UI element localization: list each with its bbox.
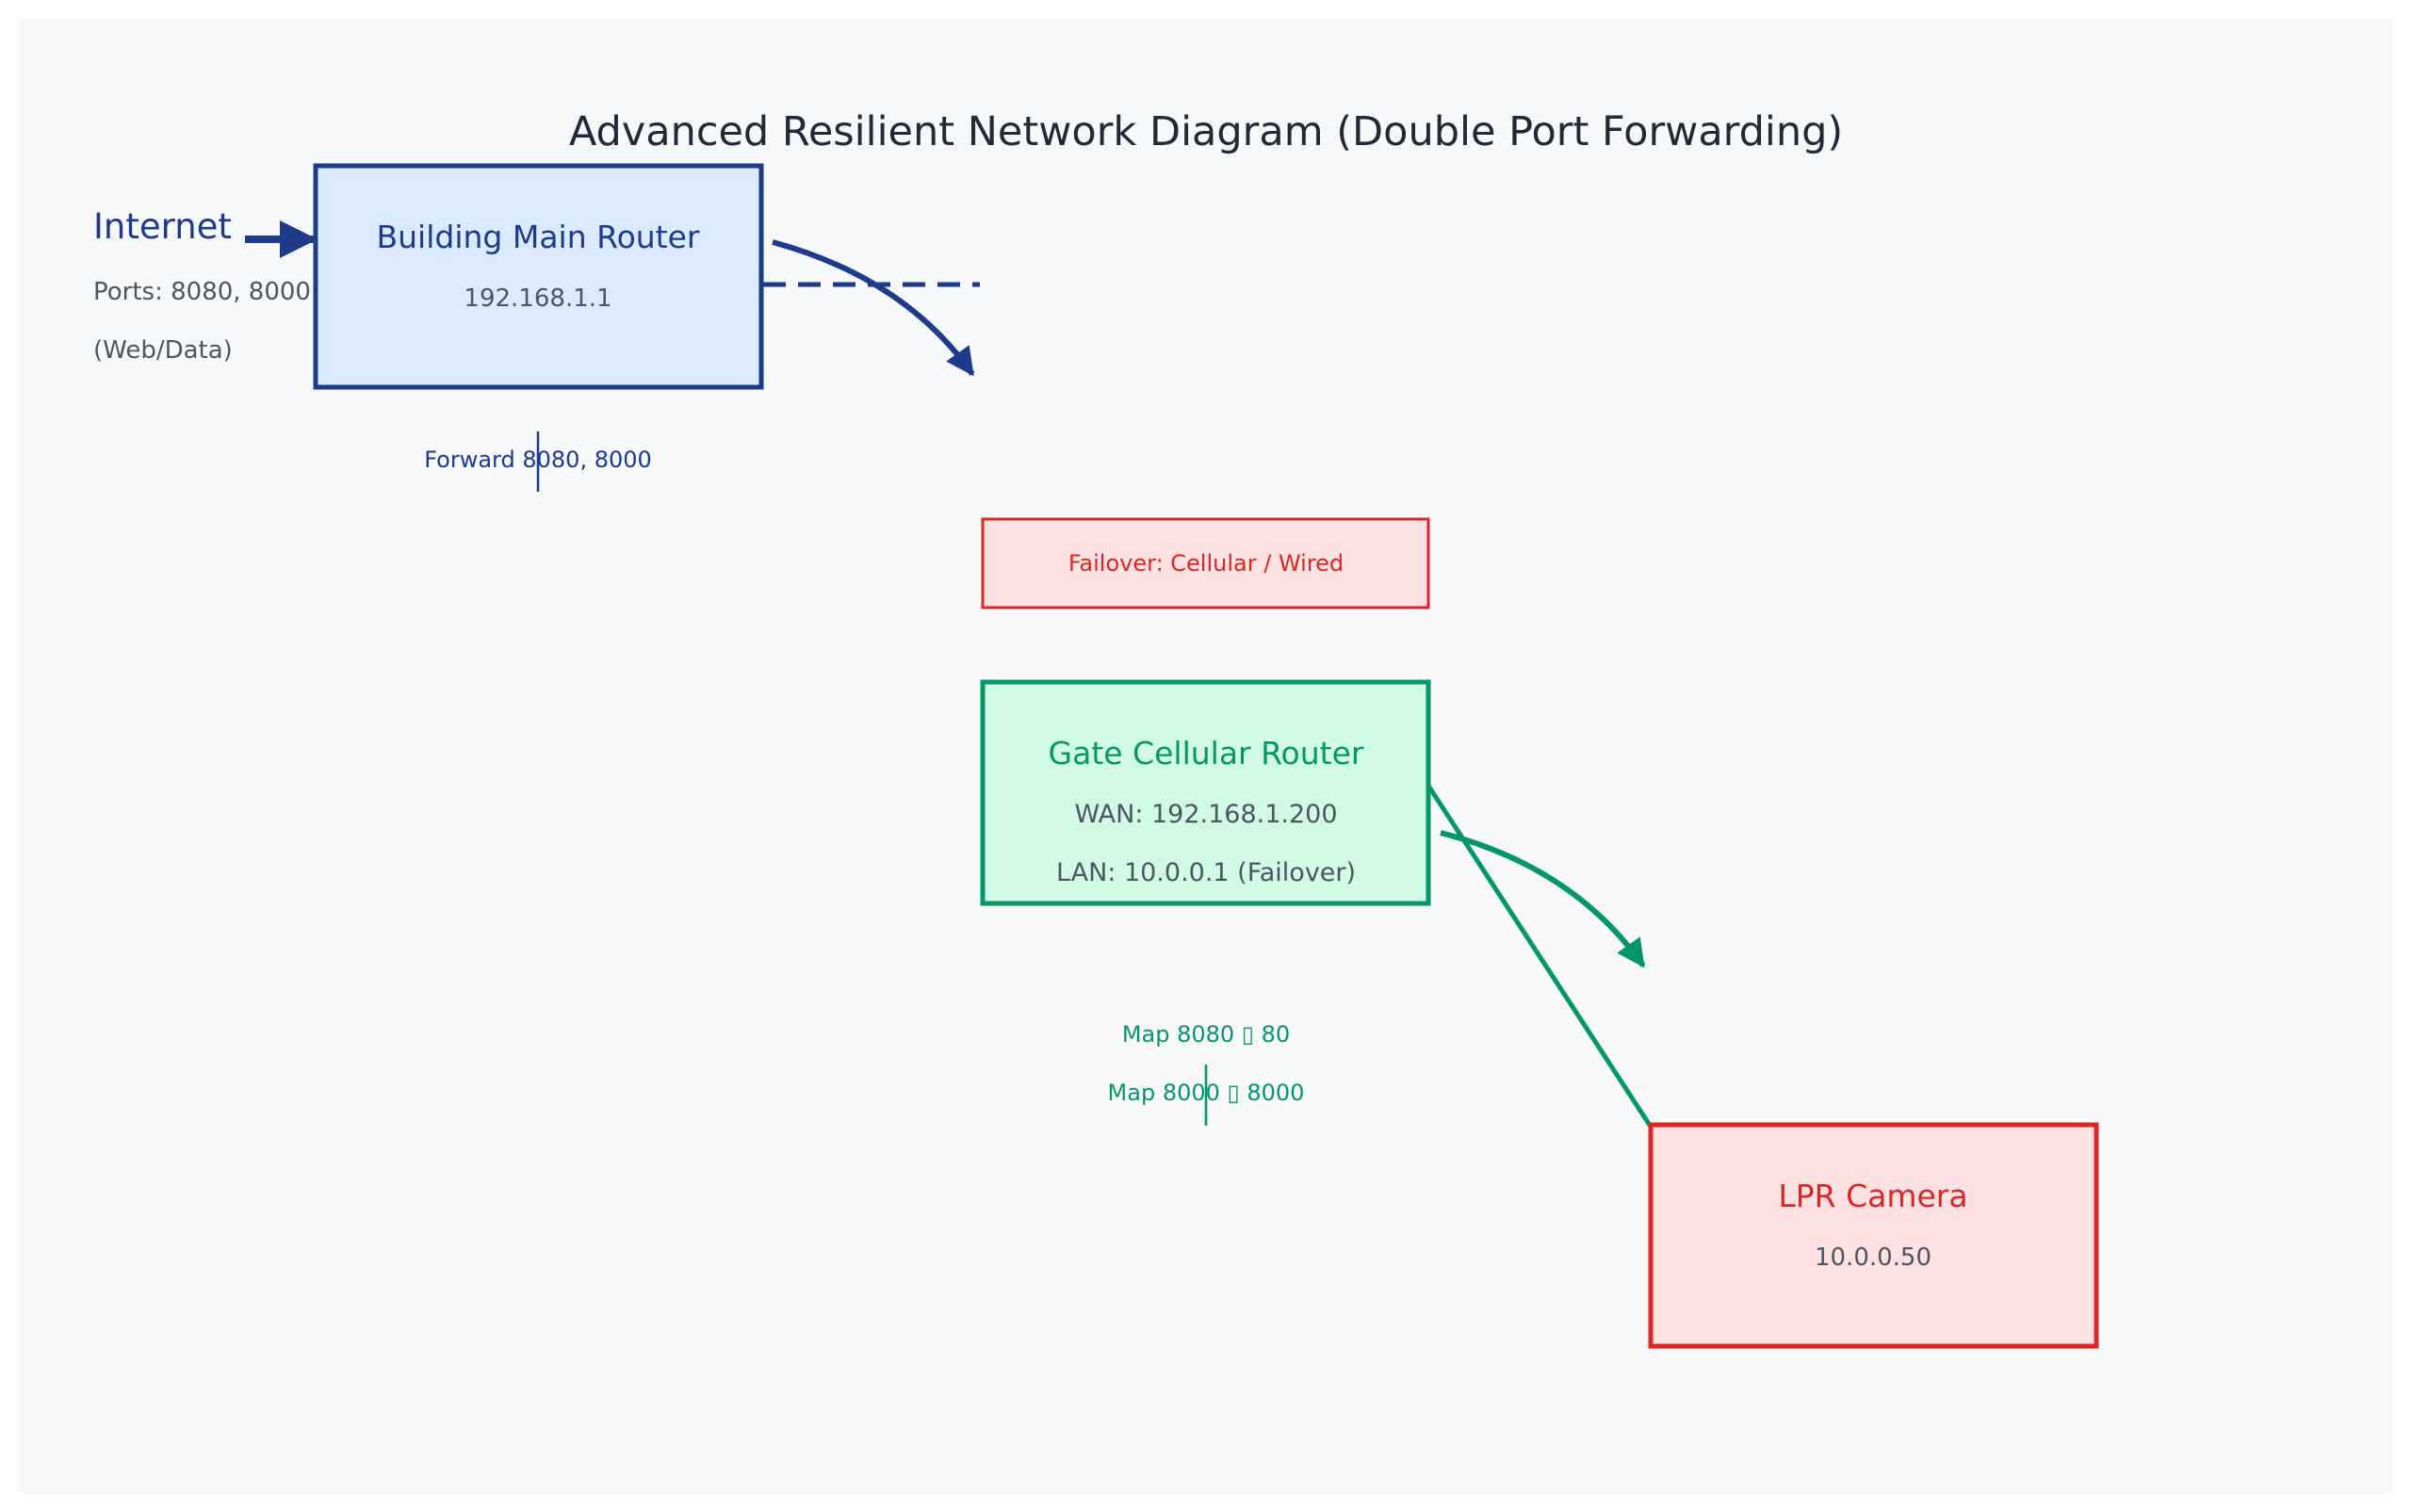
main-router-curved-arrow [772,239,975,377]
gate-router-name: Gate Cellular Router [1049,735,1364,772]
gate-router-curved-arrow [1440,830,1646,968]
camera-node: LPR Camera 10.0.0.50 [1648,1122,2099,1349]
gate-router-box [980,679,1431,906]
mapping-label-2: Map 8000 ▯ 8000 [1108,1080,1305,1106]
gate-router-node: Gate Cellular Router WAN: 192.168.1.200 … [980,679,1431,906]
gate-router-wan: WAN: 192.168.1.200 [1074,800,1337,829]
forward-label: Forward 8080, 8000 [424,447,652,473]
failover-label: Failover: Cellular / Wired [1068,550,1344,577]
main-router-name: Building Main Router [377,219,700,255]
mapping-label-1: Map 8080 ▯ 80 [1122,1021,1290,1048]
camera-name: LPR Camera [1778,1178,1967,1214]
camera-box [1648,1122,2099,1349]
failover-box [981,517,1430,610]
internet-label: Internet [93,206,232,247]
gate-router-lan: LAN: 10.0.0.1 (Failover) [1056,858,1356,887]
main-router-ip: 192.168.1.1 [464,285,611,313]
failover-node: Failover: Cellular / Wired [981,517,1430,610]
main-router-node: Building Main Router 192.168.1.1 [313,163,764,390]
camera-ip: 10.0.0.50 [1815,1244,1931,1272]
internet-ports-label: Ports: 8080, 8000 [93,278,311,306]
diagram-title: Advanced Resilient Network Diagram (Doub… [569,108,1843,155]
internet-note-label: (Web/Data) [93,336,233,365]
main-router-box [313,163,764,390]
